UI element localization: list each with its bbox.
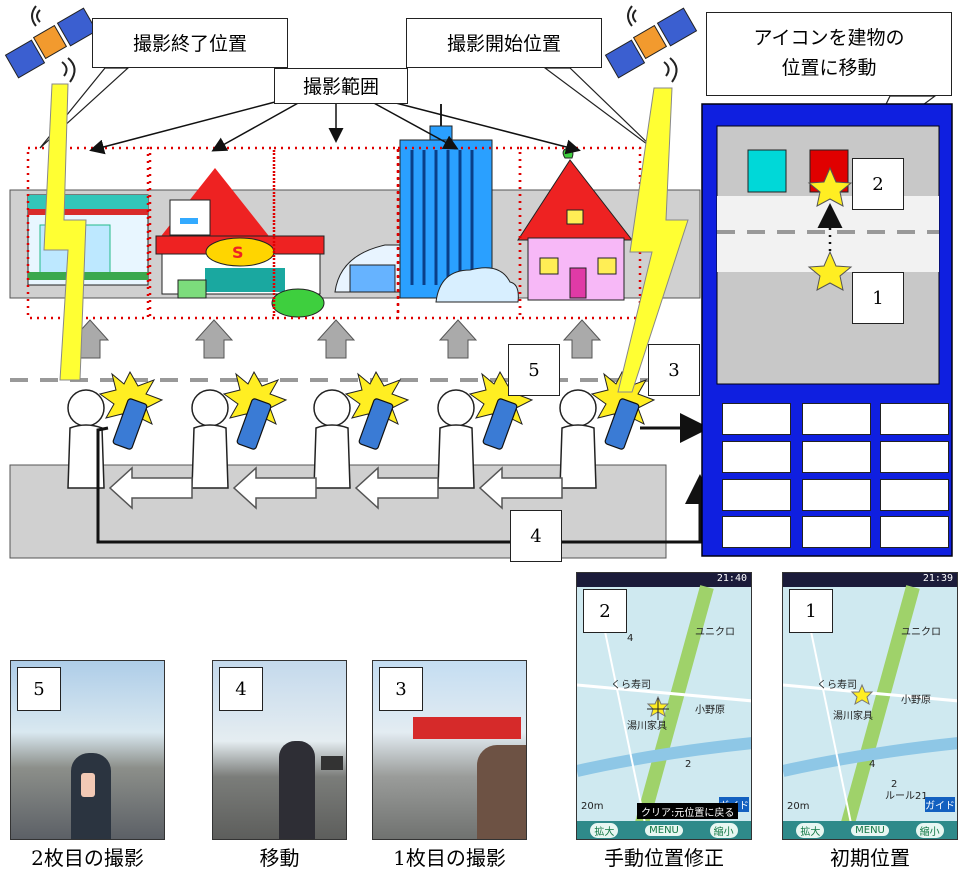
map-lines xyxy=(577,585,751,839)
zoom-in-button[interactable]: 拡大 xyxy=(590,822,619,838)
pink-house-building xyxy=(517,147,634,301)
map-scale: 20m xyxy=(581,801,604,812)
map-guide-label: ガイド xyxy=(925,797,955,812)
caption-photo-5: 2枚目の撮影 xyxy=(31,846,144,870)
map-label-kurazushi: くら寿司 xyxy=(817,680,857,691)
svg-text:S: S xyxy=(232,243,244,262)
map-label-uniqlo: ユニクロ xyxy=(901,627,941,638)
map-label-number: 2 xyxy=(685,759,692,770)
star-initial-icon xyxy=(807,250,853,291)
keypad-key[interactable] xyxy=(802,479,871,511)
step-4-marker: 4 xyxy=(510,510,562,562)
map-label-kurazushi: くら寿司 xyxy=(611,680,651,691)
keypad-key[interactable] xyxy=(880,516,949,548)
end-position-callout: 撮影終了位置 xyxy=(92,18,288,68)
star-target-icon xyxy=(807,166,853,207)
photo-number: 5 xyxy=(17,667,61,711)
keypad-key[interactable] xyxy=(802,441,871,473)
map-label-number: 4 xyxy=(627,633,634,644)
gps-lightning-left xyxy=(43,83,87,381)
menu-button[interactable]: MENU xyxy=(851,824,889,836)
keypad-key[interactable] xyxy=(802,403,871,435)
menu-button[interactable]: MENU xyxy=(645,824,683,836)
green-bush xyxy=(271,288,325,318)
map-status-bar: 21:39 xyxy=(783,573,957,587)
restaurant-building: S xyxy=(155,168,325,299)
range-label: 撮影範囲 xyxy=(302,76,379,98)
map-label-number: 2 xyxy=(891,779,898,790)
start-callout-tail xyxy=(543,67,656,151)
map-lines xyxy=(783,585,957,839)
caption-map-2: 手動位置修正 xyxy=(604,846,724,870)
map-status-bar: 21:40 xyxy=(577,573,751,587)
zoom-in-button[interactable]: 拡大 xyxy=(796,822,825,838)
map-label-furniture: 湯川家具 xyxy=(627,721,667,732)
map-label-uniqlo: ユニクロ xyxy=(695,627,735,638)
map-screen-initial-position: 21:39 ユニクロ くら寿司 小野原 湯川家具 4 2 ルール21 20m ガ… xyxy=(782,572,958,840)
start-position-callout: 撮影開始位置 xyxy=(406,18,602,68)
zoom-out-button[interactable]: 縮小 xyxy=(709,822,738,838)
caption-map-1: 初期位置 xyxy=(830,846,910,870)
zoom-out-button[interactable]: 縮小 xyxy=(915,822,944,838)
keypad-key[interactable] xyxy=(880,441,949,473)
step-1-marker: 1 xyxy=(852,272,904,324)
move-icon-line2: 位置に移動 xyxy=(781,57,877,79)
map-number: 1 xyxy=(789,589,833,633)
map-number: 2 xyxy=(583,589,627,633)
mobile-phones xyxy=(112,398,640,450)
photo-step-3: 3 xyxy=(372,660,527,840)
map-screen-manual-correction: 21:40 ユニクロ くら寿司 小野原 湯川家具 4 2 20m ガイド クリア… xyxy=(576,572,752,840)
keypad-key[interactable] xyxy=(722,516,791,548)
step-3-marker: 3 xyxy=(648,344,700,396)
map-label-onohara: 小野原 xyxy=(695,705,725,716)
keypad-key[interactable] xyxy=(880,479,949,511)
caption-photo-3: 1枚目の撮影 xyxy=(393,846,506,870)
range-callout: 撮影範囲 xyxy=(274,68,408,104)
step-2-marker: 2 xyxy=(852,158,904,210)
map-label-rule21: ルール21 xyxy=(885,791,928,802)
photo-number: 4 xyxy=(219,667,263,711)
map-softkeys: 拡大 MENU 縮小 xyxy=(577,821,751,839)
satellite-left-icon xyxy=(4,5,98,83)
route-line-step4 xyxy=(96,426,715,544)
move-icon-line1: アイコンを建物の xyxy=(753,27,905,49)
move-icon-callout: アイコンを建物の 位置に移動 xyxy=(706,12,952,96)
step-5-marker: 5 xyxy=(508,344,560,396)
caption-photo-4: 移動 xyxy=(259,846,300,870)
office-tower-building xyxy=(334,104,519,303)
keypad-key[interactable] xyxy=(722,403,791,435)
facing-arrows xyxy=(70,319,602,359)
photo-number: 3 xyxy=(379,667,423,711)
map-scale: 20m xyxy=(787,801,810,812)
photo-step-5: 5 xyxy=(10,660,165,840)
walking-people xyxy=(67,389,597,489)
range-arrows xyxy=(89,101,581,155)
keypad-key[interactable] xyxy=(722,479,791,511)
photo-step-4: 4 xyxy=(212,660,347,840)
keypad-key[interactable] xyxy=(722,441,791,473)
end-position-label: 撮影終了位置 xyxy=(132,33,247,55)
clear-reset-hint: クリア:元位置に戻る xyxy=(637,803,739,819)
map-label-onohara: 小野原 xyxy=(901,695,931,706)
start-position-label: 撮影開始位置 xyxy=(446,33,561,55)
keypad-key[interactable] xyxy=(880,403,949,435)
satellite-right-icon xyxy=(604,5,698,83)
map-label-furniture: 湯川家具 xyxy=(833,711,873,722)
map-label-number: 4 xyxy=(869,759,876,770)
movement-arrows xyxy=(108,466,563,510)
map-softkeys: 拡大 MENU 縮小 xyxy=(783,821,957,839)
gps-lightning-right xyxy=(617,87,689,393)
keypad-key[interactable] xyxy=(802,516,871,548)
